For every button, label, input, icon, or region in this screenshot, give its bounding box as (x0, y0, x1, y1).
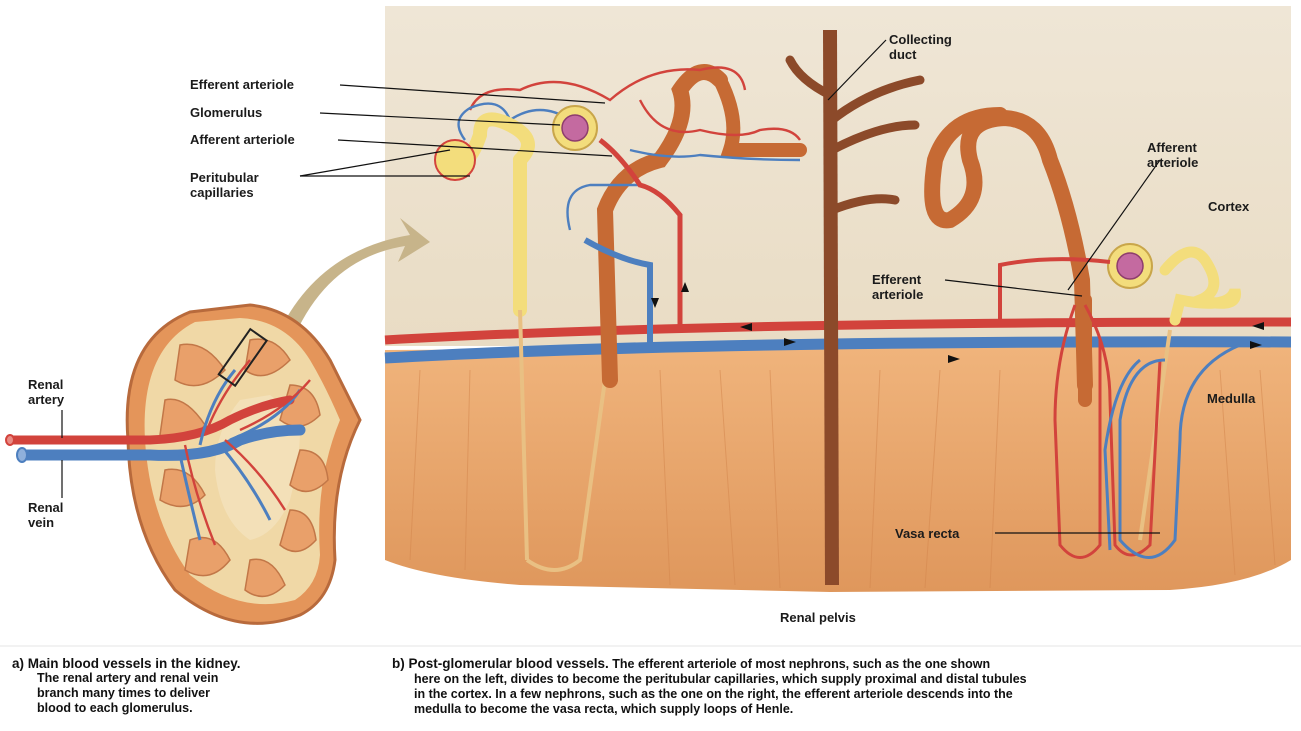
right-glomerulus-tuft (1116, 252, 1144, 280)
caption-b-line1: The efferent arteriole of most nephrons,… (608, 657, 991, 671)
leader-lines (61, 39, 1161, 534)
kidney-illustration (5, 303, 362, 625)
left-loop-ascending (525, 379, 607, 572)
caption-a-title: a) Main blood vessels in the kidney. (12, 656, 241, 671)
caption-a-line1: The renal artery and renal vein (37, 671, 219, 685)
arcuate-vein (384, 336, 1292, 364)
label-renal-artery-line1: Renal (28, 377, 64, 392)
label-efferent-arteriole-left: Efferent arteriole (190, 77, 295, 92)
right-interlobular-artery (998, 257, 1111, 320)
label-efferent-arteriole-right: Efferent arteriole (872, 272, 923, 302)
label-glomerulus: Glomerulus (190, 105, 263, 120)
caption-a: a) Main blood vessels in the kidney. The… (12, 656, 382, 716)
label-afferent-arteriole-left: Afferent arteriole (190, 132, 295, 147)
label-renal-pelvis: Renal pelvis (780, 610, 856, 625)
arcuate-artery (384, 317, 1292, 345)
label-vasa-recta: Vasa recta (895, 526, 960, 541)
label-collecting-line1: Collecting (889, 32, 952, 47)
right-proximal-tubule (1159, 246, 1242, 326)
caption-b-title: b) Post-glomerular blood vessels. (392, 656, 609, 671)
peritubular-capillary-network (457, 66, 801, 231)
right-nephron-tubule-orange (924, 107, 1093, 393)
label-renal-artery-line2: artery (28, 392, 65, 407)
left-glomerulus-tuft (561, 114, 589, 142)
label-collecting-duct: Collecting duct (889, 32, 952, 62)
zoom-pointer-arrow (280, 218, 430, 335)
caption-b-line2: here on the left, divides to become the … (414, 672, 1027, 686)
caption-a-line2: branch many times to deliver (37, 686, 210, 700)
label-afferent-right-line2: arteriole (1147, 155, 1199, 170)
label-medulla: Medulla (1207, 391, 1256, 406)
collecting-duct-branches (785, 55, 925, 215)
label-afferent-arteriole-right: Afferent arteriole (1147, 140, 1198, 170)
left-interlobular-vein (583, 237, 653, 345)
cortex-region (385, 6, 1291, 346)
flow-arrows (651, 282, 1264, 363)
vasa-recta (1053, 304, 1241, 559)
label-renal-vein-line2: vein (28, 515, 55, 530)
label-afferent-right-line1: Afferent (1147, 140, 1197, 155)
caption-b-line4: medulla to become the vasa recta, which … (414, 702, 794, 716)
caption-a-line3: blood to each glomerulus. (37, 701, 193, 715)
left-interlobular-artery (598, 138, 683, 330)
label-renal-vein: Renal vein (28, 500, 63, 530)
label-cortex: Cortex (1208, 199, 1250, 214)
label-renal-vein-line1: Renal (28, 500, 64, 515)
label-efferent-right-line2: arteriole (872, 287, 924, 302)
label-efferent-right-line1: Efferent (872, 272, 922, 287)
medulla-striations (409, 369, 1276, 589)
label-peritubular-line2: capillaries (190, 185, 254, 200)
label-collecting-line2: duct (889, 47, 917, 62)
left-loop-descending (518, 309, 529, 561)
left-tubule-to-duct (713, 73, 807, 157)
caption-b-line3: in the cortex. In a few nephrons, such a… (414, 687, 1013, 701)
peritubular-loop (434, 139, 476, 181)
collecting-duct (823, 29, 839, 586)
caption-b: b) Post-glomerular blood vessels. The ef… (392, 656, 1292, 717)
label-peritubular-line1: Peritubular (190, 170, 259, 185)
label-renal-artery: Renal artery (28, 377, 64, 407)
label-peritubular-capillaries: Peritubular capillaries (190, 170, 259, 200)
